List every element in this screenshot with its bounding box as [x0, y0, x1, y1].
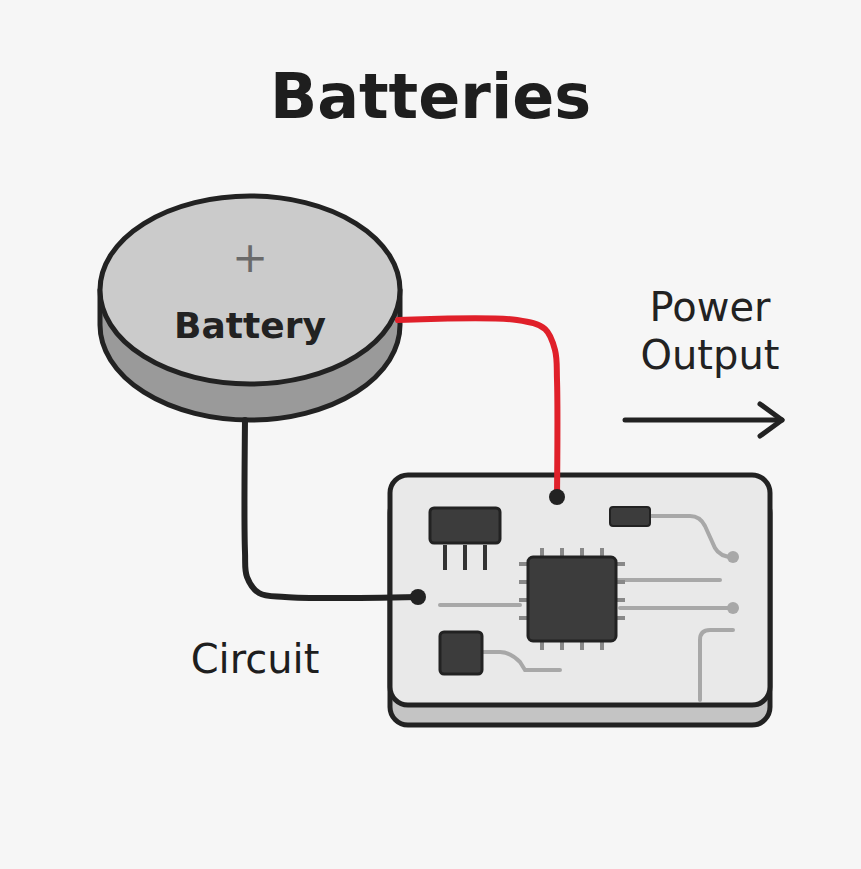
- polarity-sign: +: [100, 234, 400, 282]
- title: Batteries: [0, 60, 861, 133]
- battery-label: Battery: [100, 306, 400, 346]
- solder-point: [549, 489, 565, 505]
- positive-wire: [398, 318, 565, 505]
- wire: [245, 420, 418, 598]
- circuit-label: Circuit: [155, 637, 355, 681]
- negative-wire: [245, 420, 426, 605]
- wire: [398, 318, 557, 497]
- solder-point: [410, 589, 426, 605]
- battery-illustration: [100, 196, 400, 420]
- output-arrow: [625, 404, 782, 436]
- battery: + Battery: [100, 196, 400, 422]
- output-label: Power Output: [615, 283, 805, 379]
- circuit-board: [390, 475, 770, 725]
- circuit-board: Circuit: [390, 475, 770, 725]
